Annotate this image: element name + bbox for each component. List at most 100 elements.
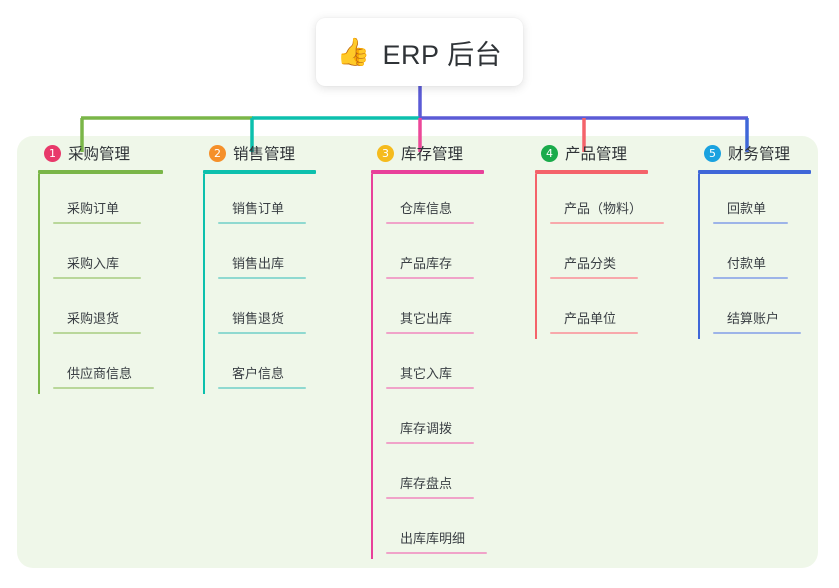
branch-item[interactable]: 结算账户: [713, 284, 839, 339]
branch-item-label: 采购退货: [67, 311, 120, 326]
branch-item-rule: [713, 332, 801, 334]
branch-item-rule: [53, 277, 141, 279]
branch-item[interactable]: 销售订单: [218, 174, 353, 229]
branch-item[interactable]: 库存盘点: [386, 449, 521, 504]
branch-item-label: 回款单: [727, 201, 767, 216]
branch-item-label: 其它出库: [400, 311, 453, 326]
branch-item-rule: [713, 222, 788, 224]
branch-header-rule: [203, 170, 316, 174]
branch-number-badge: 3: [377, 144, 394, 162]
branch-item-rule: [386, 387, 474, 389]
branch-item-rule: [218, 277, 306, 279]
branch-item-label: 其它入库: [400, 366, 453, 381]
branch-item-list: 回款单付款单结算账户: [683, 174, 839, 339]
branch-item-label: 结算账户: [727, 311, 780, 326]
branch-item-rule: [713, 277, 788, 279]
branch-item-list: 产品（物料） 产品分类产品单位: [520, 174, 685, 339]
branch-spine-line: [371, 174, 373, 559]
branch-title: 采购管理: [68, 146, 131, 163]
branch-item-label: 出库库明细: [400, 531, 466, 546]
branch-column-2: 2 销售管理销售订单销售出库销售退货客户信息: [188, 136, 353, 394]
branch-item-rule: [386, 497, 474, 499]
branch-item-label: 产品单位: [564, 311, 617, 326]
branch-number-badge: 5: [704, 144, 721, 162]
thumbs-up-icon: 👍: [336, 36, 371, 67]
branch-item-rule: [550, 332, 638, 334]
branch-item-label: 产品分类: [564, 256, 617, 271]
branch-item-label: 付款单: [727, 256, 767, 271]
branch-item-label: 采购入库: [67, 256, 120, 271]
branch-column-5: 5 财务管理回款单付款单结算账户: [683, 136, 839, 339]
branch-header-2[interactable]: 2 销售管理: [188, 136, 353, 170]
branch-item[interactable]: 产品（物料）: [550, 174, 685, 229]
branch-item-rule: [386, 442, 474, 444]
branch-number-badge: 2: [209, 144, 226, 162]
branch-item[interactable]: 采购退货: [53, 284, 188, 339]
branch-item-rule: [550, 277, 638, 279]
root-node-title: ERP 后台: [382, 39, 503, 70]
branch-item-rule: [53, 332, 141, 334]
branch-header-4[interactable]: 4 产品管理: [520, 136, 685, 170]
branch-item[interactable]: 出库库明细: [386, 504, 521, 559]
branch-item-list: 销售订单销售出库销售退货客户信息: [188, 174, 353, 394]
branch-item-label: 供应商信息: [67, 366, 133, 381]
branch-title: 库存管理: [401, 146, 464, 163]
branch-item[interactable]: 产品分类: [550, 229, 685, 284]
branch-spine-line: [203, 174, 205, 394]
branch-header-rule: [38, 170, 163, 174]
branch-item[interactable]: 产品单位: [550, 284, 685, 339]
branch-item-label: 销售出库: [232, 256, 285, 271]
root-node-card[interactable]: 👍 ERP 后台: [316, 18, 523, 86]
branch-item-rule: [53, 222, 141, 224]
branch-item[interactable]: 其它入库: [386, 339, 521, 394]
branch-item[interactable]: 采购订单: [53, 174, 188, 229]
branch-title: 销售管理: [233, 146, 296, 163]
branch-item-rule: [386, 552, 487, 554]
branch-header-3[interactable]: 3 库存管理: [356, 136, 521, 170]
branch-item[interactable]: 客户信息: [218, 339, 353, 394]
branch-header-rule: [698, 170, 811, 174]
branch-item-rule: [53, 387, 154, 389]
branch-number-badge: 4: [541, 144, 558, 162]
branch-spine-line: [535, 174, 537, 339]
branch-item[interactable]: 销售退货: [218, 284, 353, 339]
branch-item[interactable]: 仓库信息: [386, 174, 521, 229]
branch-item[interactable]: 付款单: [713, 229, 839, 284]
branch-item-label: 产品（物料）: [564, 201, 643, 216]
branch-item-label: 销售退货: [232, 311, 285, 326]
branch-item[interactable]: 回款单: [713, 174, 839, 229]
branch-item[interactable]: 其它出库: [386, 284, 521, 339]
branch-column-4: 4 产品管理产品（物料） 产品分类产品单位: [520, 136, 685, 339]
branch-item[interactable]: 供应商信息: [53, 339, 188, 394]
branch-item-rule: [386, 222, 474, 224]
branch-item-label: 客户信息: [232, 366, 285, 381]
branch-item-rule: [218, 222, 306, 224]
branch-item-rule: [218, 332, 306, 334]
branch-spine-line: [38, 174, 40, 394]
diagram-background-panel: [17, 136, 818, 568]
branch-item-rule: [218, 387, 306, 389]
branch-item-label: 库存调拨: [400, 421, 453, 436]
branch-item[interactable]: 销售出库: [218, 229, 353, 284]
branch-item-label: 销售订单: [232, 201, 285, 216]
branch-item-list: 仓库信息产品库存其它出库其它入库库存调拨库存盘点出库库明细: [356, 174, 521, 559]
branch-column-3: 3 库存管理仓库信息产品库存其它出库其它入库库存调拨库存盘点出库库明细: [356, 136, 521, 559]
branch-item[interactable]: 产品库存: [386, 229, 521, 284]
branch-title: 产品管理: [565, 146, 628, 163]
branch-item-label: 库存盘点: [400, 476, 453, 491]
branch-item-label: 仓库信息: [400, 201, 453, 216]
branch-item-rule: [386, 277, 474, 279]
branch-item-rule: [386, 332, 474, 334]
branch-item[interactable]: 采购入库: [53, 229, 188, 284]
branch-header-5[interactable]: 5 财务管理: [683, 136, 839, 170]
branch-header-rule: [371, 170, 484, 174]
branch-item-rule: [550, 222, 664, 224]
branch-spine-line: [698, 174, 700, 339]
branch-item-list: 采购订单采购入库采购退货供应商信息: [23, 174, 188, 394]
branch-item[interactable]: 库存调拨: [386, 394, 521, 449]
branch-item-label: 采购订单: [67, 201, 120, 216]
branch-title: 财务管理: [728, 146, 791, 163]
